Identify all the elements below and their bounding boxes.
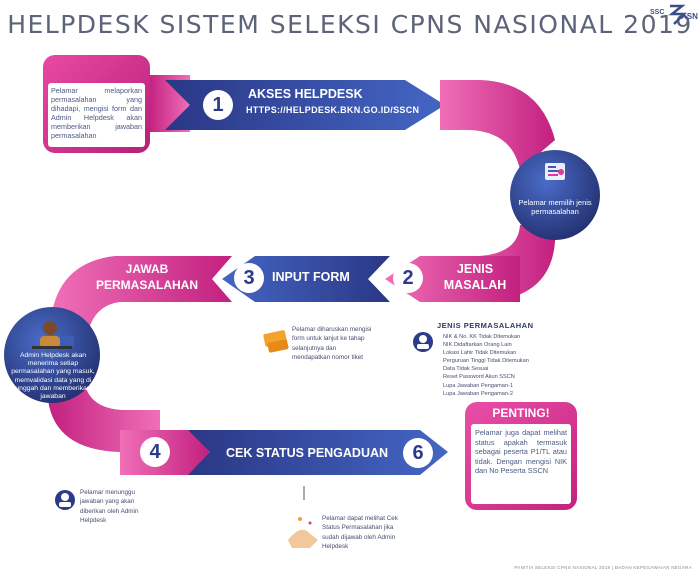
issue-item: Lokasi Lahir Tidak Ditemukan — [443, 350, 517, 357]
step-1-number: 1 — [203, 90, 233, 120]
sscn-logo: SSC ASN — [650, 2, 700, 30]
arrow-step-1 — [165, 80, 445, 130]
issue-item: Lupa Jawaban Pengaman-2 — [443, 390, 513, 397]
waiting-user-icon — [55, 490, 75, 510]
admin-helpdesk-text: Admin Helpdesk akan menerima setiap perm… — [11, 352, 95, 401]
important-card: PENTING! Pelamar juga dapat melihat stat… — [465, 402, 577, 510]
issue-item: Perguruan Tinggi Tidak Ditemukan — [443, 358, 529, 365]
document-list-icon — [545, 163, 565, 180]
page-title: HELPDESK SISTEM SELEKSI CPNS NASIONAL 20… — [7, 10, 693, 39]
report-card-text: Pelamar melaporkan permasalahan yang dih… — [51, 86, 142, 141]
important-card-body: Pelamar juga dapat melihat status apakah… — [471, 424, 571, 504]
footer-text: PANITIA SELEKSI CPNS NASIONAL 2019 | BAD… — [514, 565, 692, 570]
step-6-number: 6 — [403, 438, 433, 468]
check-note-text: Pelamar dapat melihat Cek Status Permasa… — [322, 515, 398, 551]
issue-item: NIK & No. KK Tidak Ditemukan — [443, 334, 521, 340]
form-note-text: Pelamar diharuskan mengisi form untuk la… — [292, 326, 372, 362]
important-text: Pelamar juga dapat melihat status apakah… — [475, 428, 567, 476]
issue-item: Data Tidak Sesuai — [443, 366, 489, 373]
circle-admin-helpdesk — [4, 307, 100, 403]
sscn-logo-icon: ASN — [668, 4, 698, 25]
answer-label-line2: PERMASALAHAN — [96, 278, 198, 292]
step-2-number: 2 — [393, 263, 423, 293]
arrow-step-6 — [188, 430, 448, 475]
issues-title: JENIS PERMASALAHAN — [437, 321, 534, 330]
step-6-label: CEK STATUS PENGADUAN — [226, 446, 389, 460]
choose-problem-text: Pelamar memilih jenis permasalahan — [518, 198, 592, 216]
issues-list: NIK & No. KK Tidak Ditemukan NIK Didafta… — [443, 333, 563, 398]
helpdesk-url-link[interactable]: HTTPS://HELPDESK.BKN.GO.ID/SSCN — [246, 105, 420, 115]
step-4-number: 4 — [140, 437, 170, 467]
step-2-label-line2: MASALAH — [443, 278, 507, 292]
admin-helpdesk-icon — [32, 321, 74, 349]
issue-item: Lupa Jawaban Pengaman-1 — [443, 382, 513, 389]
step-1-label: AKSES HELPDESK — [248, 87, 363, 101]
step-3-number: 3 — [234, 263, 264, 293]
step-3-label: INPUT FORM — [272, 270, 350, 284]
logo-text-left: SSC — [650, 9, 665, 16]
arrow-step-3 — [222, 256, 390, 302]
step-2-label-line1: JENIS — [456, 262, 494, 276]
ticket-icon — [263, 330, 289, 353]
arrow-answer — [52, 256, 232, 332]
issue-item: Reset Password Akun SSCN — [443, 374, 515, 381]
report-card-body: Pelamar melaporkan permasalahan yang dih… — [48, 83, 145, 147]
logo-text-right: ASN — [681, 12, 698, 21]
answer-label-line1: JAWAB — [125, 262, 169, 276]
report-card: Pelamar melaporkan permasalahan yang dih… — [43, 55, 150, 153]
circle-choose-problem — [510, 150, 600, 240]
important-heading: PENTING! — [492, 406, 550, 420]
user-avatar-icon — [413, 332, 433, 352]
hand-click-icon — [288, 486, 318, 548]
curve-right-upper — [440, 80, 555, 170]
issue-item: NIK Didaftarkan Orang Lain — [443, 342, 512, 349]
wait-note-text: Pelamar menunggu jawaban yang akan diber… — [80, 489, 139, 525]
